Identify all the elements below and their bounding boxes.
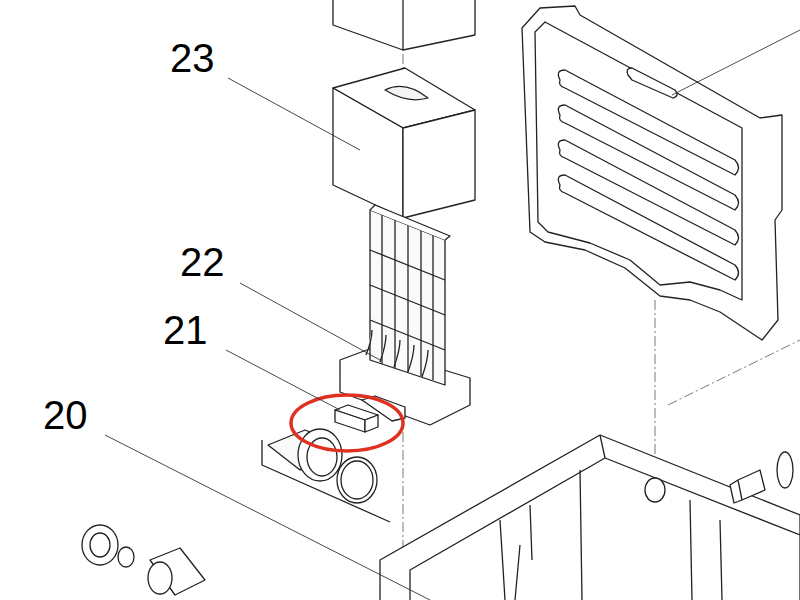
hose-connector <box>82 525 205 595</box>
highlight-ring <box>291 395 403 451</box>
callout-number: 22 <box>180 242 225 282</box>
filter-comb <box>340 205 470 425</box>
pipe-fitting <box>262 429 390 522</box>
filter-housing <box>380 435 800 600</box>
upper-sponge <box>333 0 475 50</box>
callout-number: 21 <box>163 310 208 350</box>
small-block <box>335 396 405 432</box>
filter-sponge <box>333 68 475 218</box>
leader-lines <box>105 78 430 600</box>
leader-line <box>672 30 800 95</box>
filter-plate <box>522 6 782 340</box>
callout-number: 23 <box>170 38 215 78</box>
callout-number: 20 <box>43 395 88 435</box>
axis-line <box>668 340 800 405</box>
